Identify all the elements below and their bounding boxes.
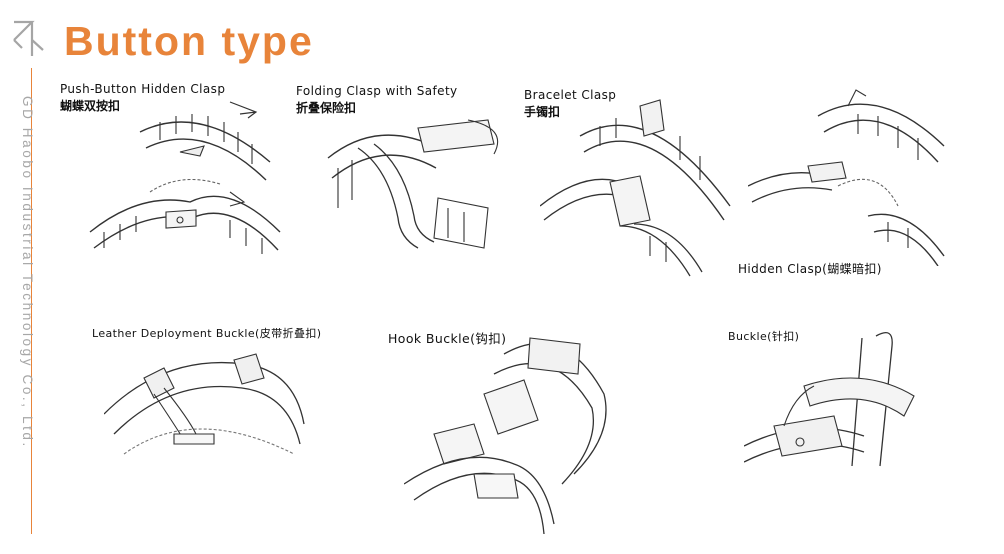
hidden-clasp-illustration — [748, 86, 948, 266]
folding-safety-clasp-illustration — [318, 108, 518, 268]
pin-buckle-illustration — [744, 326, 954, 476]
leather-deployment-buckle-illustration — [104, 344, 314, 474]
page-title: Button type — [64, 18, 314, 65]
logo — [10, 18, 46, 58]
clasp-name-en: Leather Deployment Buckle(皮带折叠扣) — [92, 325, 321, 341]
push-button-clasp-illustration — [80, 92, 290, 282]
hook-buckle-illustration — [404, 324, 624, 534]
bracelet-clasp-illustration — [540, 96, 740, 286]
clasp-label-leather-deployment: Leather Deployment Buckle(皮带折叠扣) — [92, 325, 321, 341]
clasp-name-en: Folding Clasp with Safety — [296, 84, 458, 98]
company-name: GD Haobo Industrial Technology Co., Ltd. — [20, 96, 35, 449]
